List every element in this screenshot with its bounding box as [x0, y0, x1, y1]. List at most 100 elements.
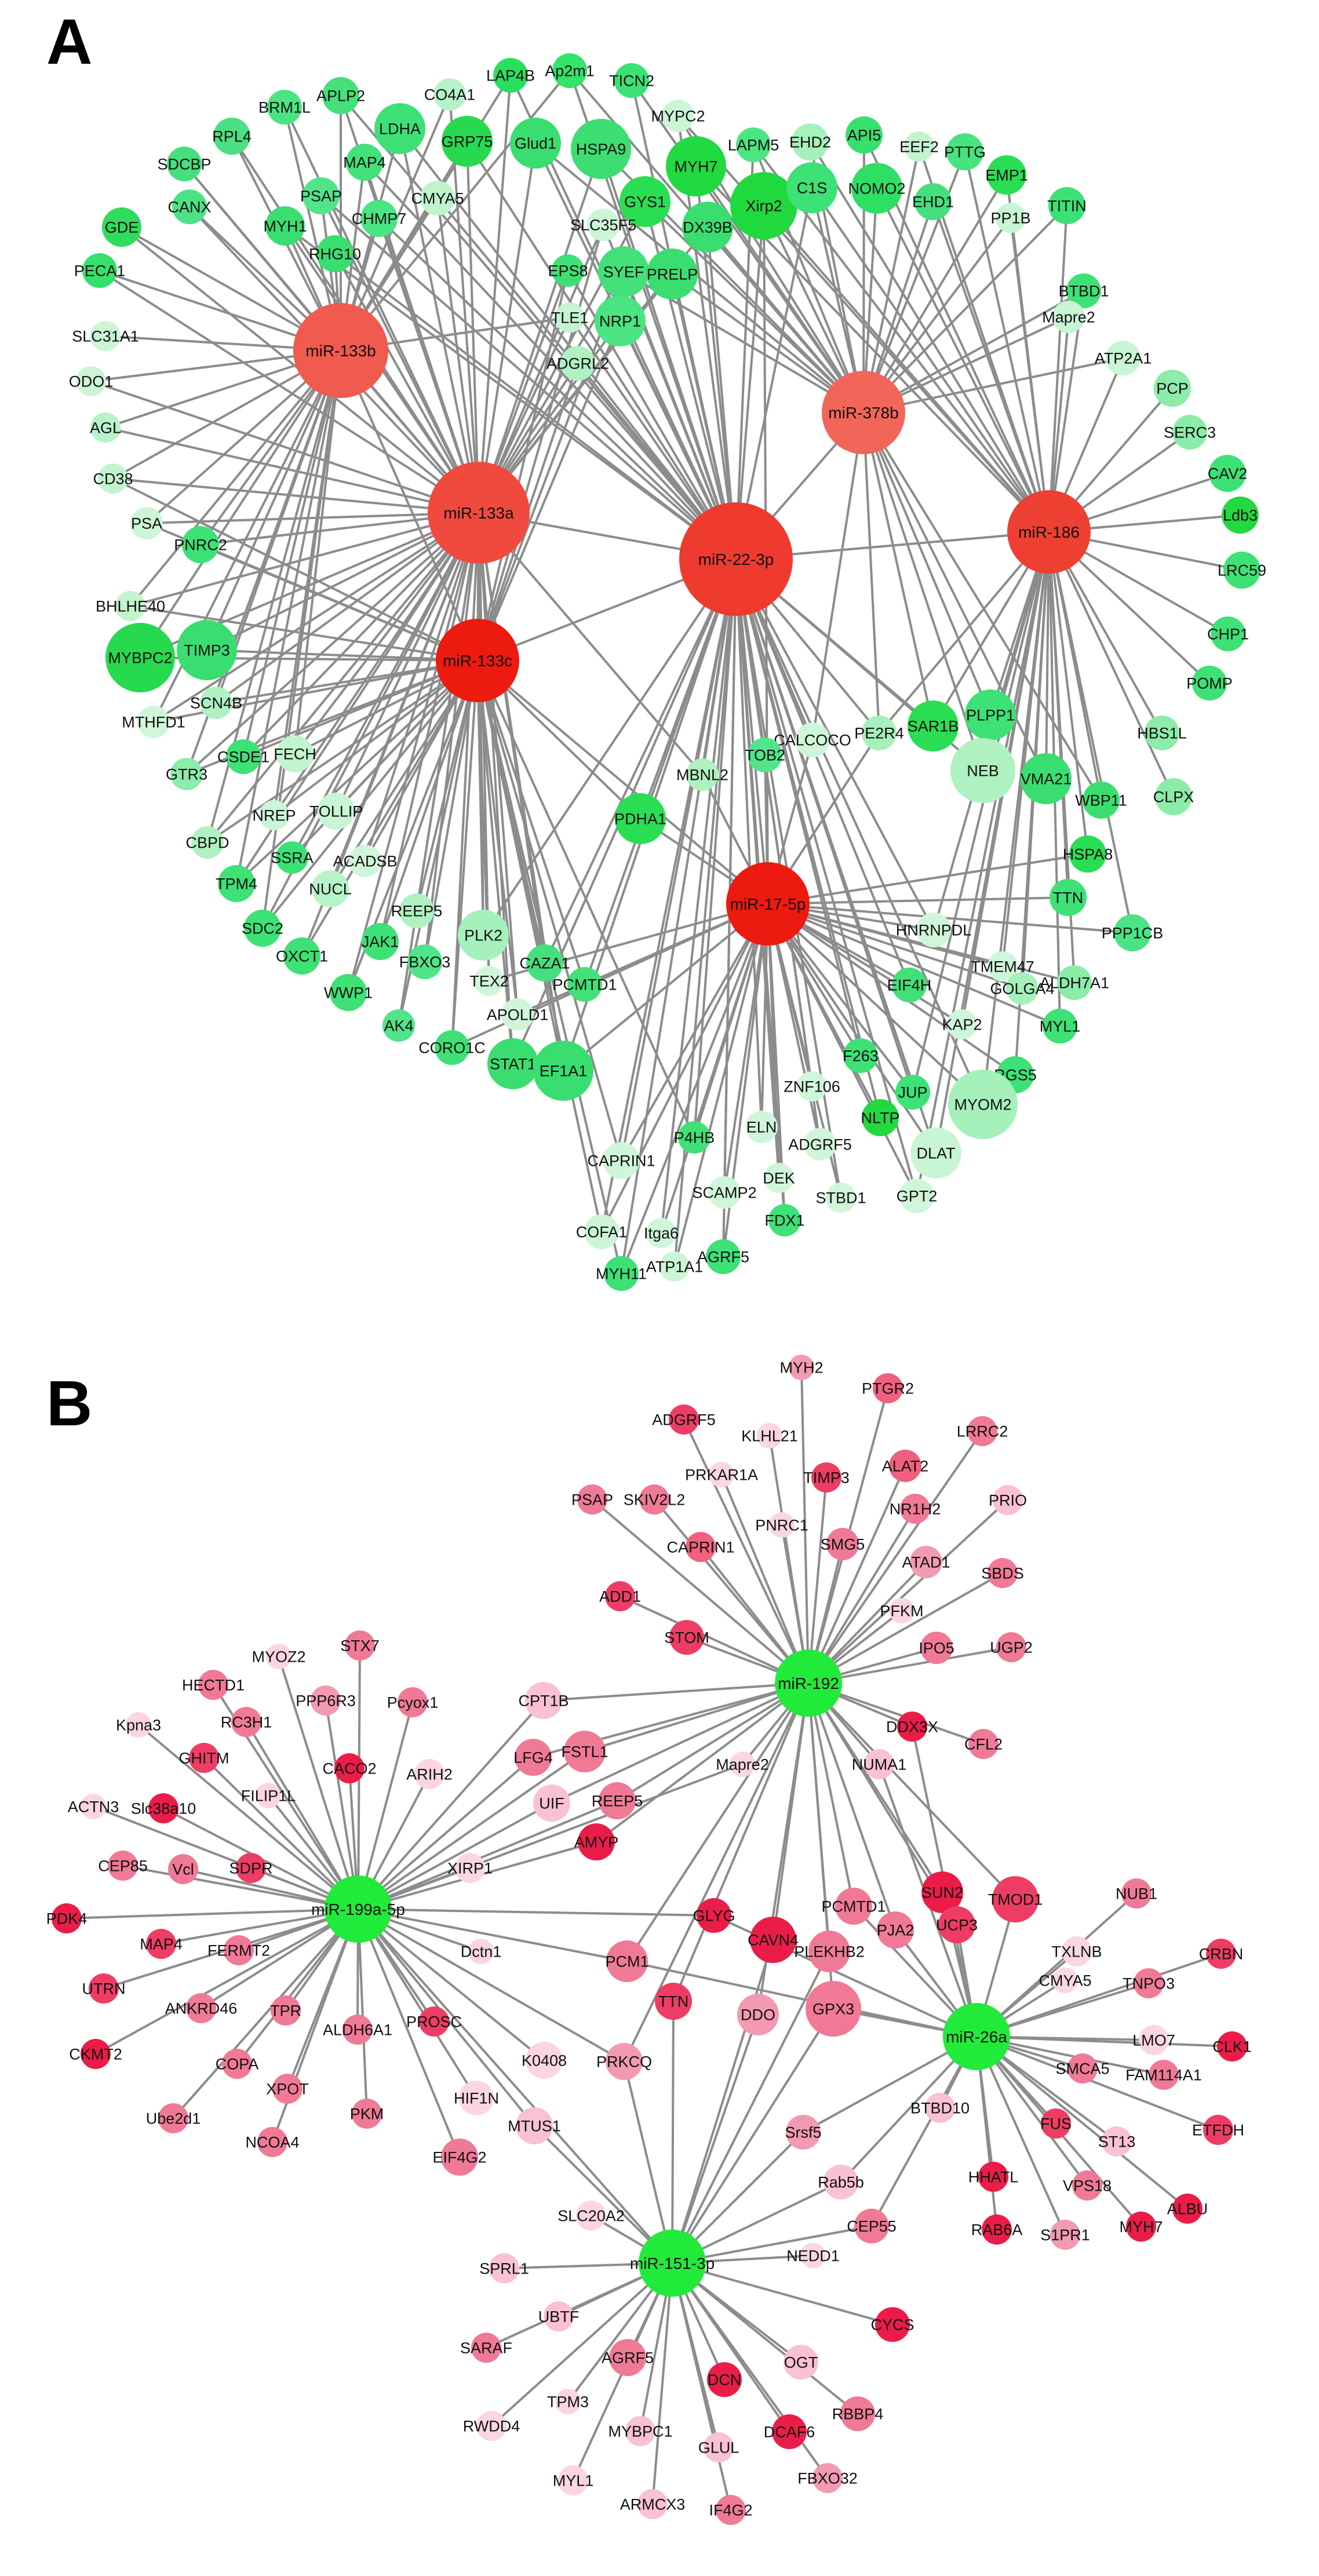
b-node-dctn1[interactable]: Dctn1 — [461, 1939, 502, 1964]
b-node-myoz2[interactable]: MYOZ2 — [252, 1644, 306, 1669]
a-node-cbpd[interactable]: CBPD — [185, 826, 229, 859]
b-node-ghitm[interactable]: GHITM — [179, 1743, 229, 1773]
b-node-cep85[interactable]: CEP85 — [98, 1851, 148, 1881]
b-node-albu[interactable]: ALBU — [1167, 2194, 1208, 2224]
a-node-nrp1[interactable]: NRP1 — [595, 295, 646, 346]
a-node-tle1[interactable]: TLE1 — [551, 302, 589, 333]
b-node-numa1[interactable]: NUMA1 — [852, 1749, 907, 1779]
a-node-f263[interactable]: F263 — [843, 1038, 879, 1073]
b-node-pdk4[interactable]: PDK4 — [46, 1903, 88, 1933]
a-node-plpp1[interactable]: PLPP1 — [965, 689, 1016, 740]
a-node-znf106[interactable]: ZNF106 — [784, 1071, 840, 1101]
b-node-lrrc2[interactable]: LRRC2 — [957, 1416, 1008, 1446]
a-node-tpm4[interactable]: TPM4 — [216, 865, 257, 902]
b-node-pkm[interactable]: PKM — [350, 2099, 384, 2129]
b-node-dcaf6[interactable]: DCAF6 — [764, 2414, 815, 2449]
a-node-odo1[interactable]: ODO1 — [69, 366, 114, 396]
b-node-pja2[interactable]: PJA2 — [877, 1911, 914, 1949]
a-node-p4hb[interactable]: P4HB — [674, 1121, 715, 1154]
b-node-btbd10[interactable]: BTBD10 — [910, 2093, 970, 2123]
b-node-etfdh[interactable]: ETFDH — [1192, 2115, 1244, 2145]
b-node-fus[interactable]: FUS — [1040, 2108, 1072, 2139]
b-node-xpot[interactable]: XPOT — [266, 2074, 309, 2104]
a-node-gtr3[interactable]: GTR3 — [166, 758, 207, 790]
a-node-mypc2[interactable]: MYPC2 — [651, 100, 705, 132]
a-node-fdx1[interactable]: FDX1 — [764, 1204, 805, 1236]
a-node-plk2[interactable]: PLK2 — [458, 910, 509, 961]
b-node-skiv2l2[interactable]: SKIV2L2 — [624, 1484, 686, 1515]
b-node-pnrc1[interactable]: PNRC1 — [755, 1512, 808, 1538]
b-node-ncoa4[interactable]: NCOA4 — [245, 2127, 300, 2157]
b-node-mtus1[interactable]: MTUS1 — [508, 2107, 561, 2144]
a-node-hnrnpdl[interactable]: HNRNPDL — [896, 913, 972, 947]
b-node-prkcq[interactable]: PRKCQ — [596, 2043, 652, 2080]
a-node-btbd1[interactable]: BTBD1 — [1058, 273, 1109, 308]
a-node-ldb3[interactable]: Ldb3 — [1222, 497, 1259, 534]
a-node-pttg[interactable]: PTTG — [944, 133, 986, 170]
b-node-rbbp4[interactable]: RBBP4 — [832, 2396, 884, 2431]
b-node-myh7[interactable]: MYH7 — [1119, 2212, 1163, 2242]
b-node-ppp6r3[interactable]: PPP6R3 — [296, 1685, 356, 1716]
b-node-tpm3[interactable]: TPM3 — [547, 2389, 589, 2414]
a-node-vma21[interactable]: VMA21 — [1021, 753, 1072, 804]
a-node-peca1[interactable]: PECA1 — [74, 253, 126, 288]
b-node-mybpc1[interactable]: MYBPC1 — [608, 2416, 673, 2446]
b-node-slc38a10[interactable]: Slc38a10 — [131, 1793, 196, 1823]
b-node-nr1h2[interactable]: NR1H2 — [890, 1494, 941, 1524]
b-node-tnpo3[interactable]: TNPO3 — [1123, 1968, 1175, 1998]
a-node-pcp[interactable]: PCP — [1154, 370, 1191, 407]
a-node-jup[interactable]: JUP — [895, 1075, 930, 1110]
a-node-map4[interactable]: MAP4 — [343, 144, 386, 181]
a-node-neb[interactable]: NEB — [950, 738, 1015, 803]
a-node-syef[interactable]: SYEF — [598, 246, 649, 297]
b-node-ankrd46[interactable]: ANKRD46 — [165, 1993, 238, 2023]
a-node-mbnl2[interactable]: MBNL2 — [676, 758, 728, 791]
b-node-ucp3[interactable]: UCP3 — [936, 1906, 978, 1943]
b-node-nedd1[interactable]: NEDD1 — [786, 2243, 840, 2268]
a-node-scamp2[interactable]: SCAMP2 — [692, 1176, 757, 1209]
a-node-gpt2[interactable]: GPT2 — [897, 1178, 938, 1213]
a-node-titin[interactable]: TITIN — [1047, 187, 1087, 224]
b-node-copa[interactable]: COPA — [216, 2049, 259, 2079]
a-node-tex2[interactable]: TEX2 — [469, 966, 509, 996]
b-node-fstl1[interactable]: FSTL1 — [561, 1731, 609, 1772]
b-node-slc20a2[interactable]: SLC20A2 — [558, 2201, 625, 2231]
a-node-cd38[interactable]: CD38 — [93, 464, 133, 494]
a-node-caza1[interactable]: CAZA1 — [519, 944, 570, 981]
a-node-fbxo3[interactable]: FBXO3 — [399, 944, 451, 979]
b-node-smca5[interactable]: SMCA5 — [1055, 2053, 1110, 2084]
b-node-rwdd4[interactable]: RWDD4 — [463, 2411, 520, 2441]
b-node-tpr[interactable]: TPR — [270, 1995, 301, 2026]
a-node-myh1[interactable]: MYH1 — [263, 206, 307, 246]
b-hub-mir-199a-5p[interactable]: miR-199a-5p — [311, 1876, 405, 1943]
b-node-crbn[interactable]: CRBN — [1199, 1939, 1244, 1969]
a-node-hbs1l[interactable]: HBS1L — [1137, 716, 1187, 750]
a-node-sdc2[interactable]: SDC2 — [242, 910, 283, 947]
a-node-acadsb[interactable]: ACADSB — [333, 845, 398, 877]
b-node-sbds[interactable]: SBDS — [981, 1558, 1024, 1588]
a-node-timp3[interactable]: TIMP3 — [177, 620, 237, 680]
b-hub-mir-192[interactable]: miR-192 — [775, 1650, 842, 1717]
b-node-hif1n[interactable]: HIF1N — [454, 2081, 499, 2115]
a-node-ldha[interactable]: LDHA — [374, 103, 425, 154]
a-node-gde[interactable]: GDE — [102, 207, 141, 247]
b-node-aldh6a1[interactable]: ALDH6A1 — [323, 2015, 392, 2045]
b-node-pcmtd1[interactable]: PCMTD1 — [821, 1888, 886, 1925]
a-node-grp75[interactable]: GRP75 — [442, 116, 493, 167]
a-node-dlat[interactable]: DLAT — [910, 1128, 961, 1178]
b-node-caprin1[interactable]: CAPRIN1 — [666, 1532, 735, 1562]
a-node-ef1a1[interactable]: EF1A1 — [533, 1041, 593, 1101]
a-node-prelp[interactable]: PRELP — [647, 249, 698, 300]
b-node-fermt2[interactable]: FERMT2 — [207, 1935, 270, 1965]
a-node-jak1[interactable]: JAK1 — [362, 923, 399, 960]
a-node-xirp2[interactable]: Xirp2 — [730, 172, 797, 239]
b-node-cavn4[interactable]: CAVN4 — [748, 1917, 799, 1963]
a-node-reep5[interactable]: REEP5 — [391, 893, 443, 928]
a-node-aldh7a1[interactable]: ALDH7A1 — [1040, 965, 1109, 1000]
a-hub-mir-17-5p[interactable]: miR-17-5p — [726, 862, 810, 946]
a-node-ehd2[interactable]: EHD2 — [789, 123, 831, 160]
a-node-rpl4[interactable]: RPL4 — [212, 118, 252, 155]
b-node-nub1[interactable]: NUB1 — [1116, 1878, 1157, 1909]
b-node-pcyox1[interactable]: Pcyox1 — [387, 1687, 439, 1717]
a-node-myh11[interactable]: MYH11 — [596, 1256, 647, 1291]
